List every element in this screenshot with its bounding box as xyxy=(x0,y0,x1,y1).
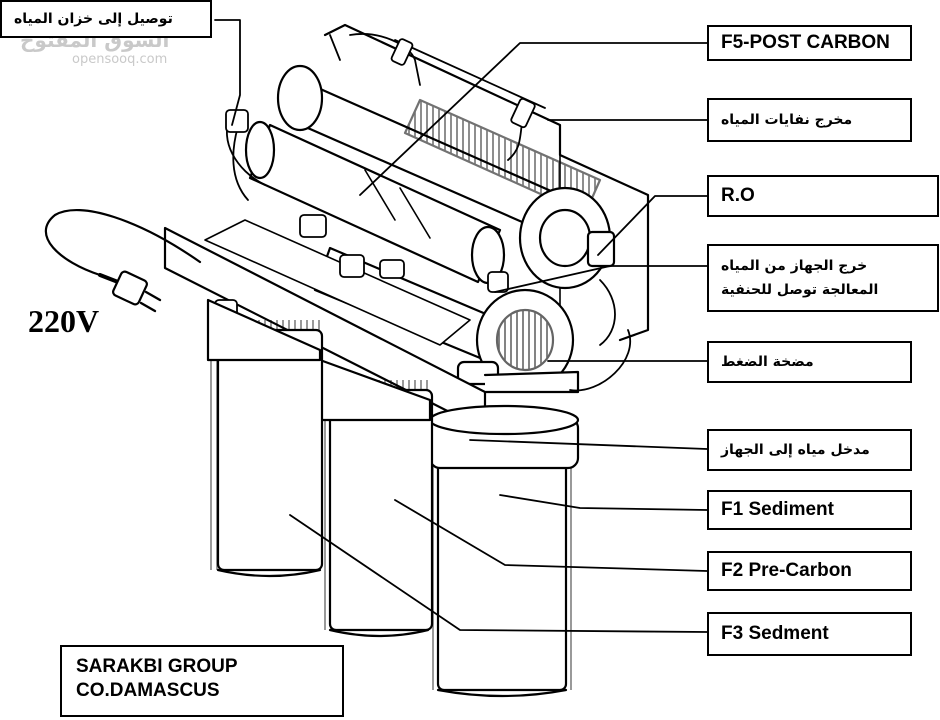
post-carbon-housing xyxy=(276,64,616,290)
treated-outlet-line1: خرج الجهاز من المياه xyxy=(721,258,868,274)
tank-connection-label: توصيل إلى خزان المياه xyxy=(0,0,212,38)
f1-sediment-label: F1 Sediment xyxy=(707,490,912,530)
canister-f3 xyxy=(206,298,324,578)
leader-lines xyxy=(214,19,708,633)
treated-outlet-label: خرج الجهاز من المياه المعالجة توصل للحنف… xyxy=(707,244,939,312)
ro-membrane-housing xyxy=(244,120,506,285)
treated-outlet-line2: المعالجة توصل للحنفية xyxy=(721,282,879,298)
f2-pre-carbon-label: F2 Pre-Carbon xyxy=(707,551,912,591)
canister-f1 xyxy=(428,404,580,698)
company-line2: CO.DAMASCUS xyxy=(76,680,220,701)
post-carbon-label: F5-POST CARBON xyxy=(707,25,912,61)
canister-f2 xyxy=(318,358,434,638)
power-cord xyxy=(44,208,202,313)
head-block xyxy=(204,219,471,346)
company-box: SARAKBI GROUP CO.DAMASCUS xyxy=(60,645,344,717)
company-line1: SARAKBI GROUP xyxy=(76,656,238,677)
ro-label: R.O xyxy=(707,175,939,217)
tubing xyxy=(226,33,631,437)
bracket-bottom-plate xyxy=(483,370,580,394)
pressure-pump-label: مضخة الضغط xyxy=(707,341,912,383)
voltage-label: 220V xyxy=(28,303,100,339)
waste-outlet-label: مخرج نفايات المياه xyxy=(707,98,912,142)
f3-sediment-label: F3 Sedment xyxy=(707,612,912,656)
water-inlet-label: مدخل مياه إلى الجهاز xyxy=(707,429,912,471)
